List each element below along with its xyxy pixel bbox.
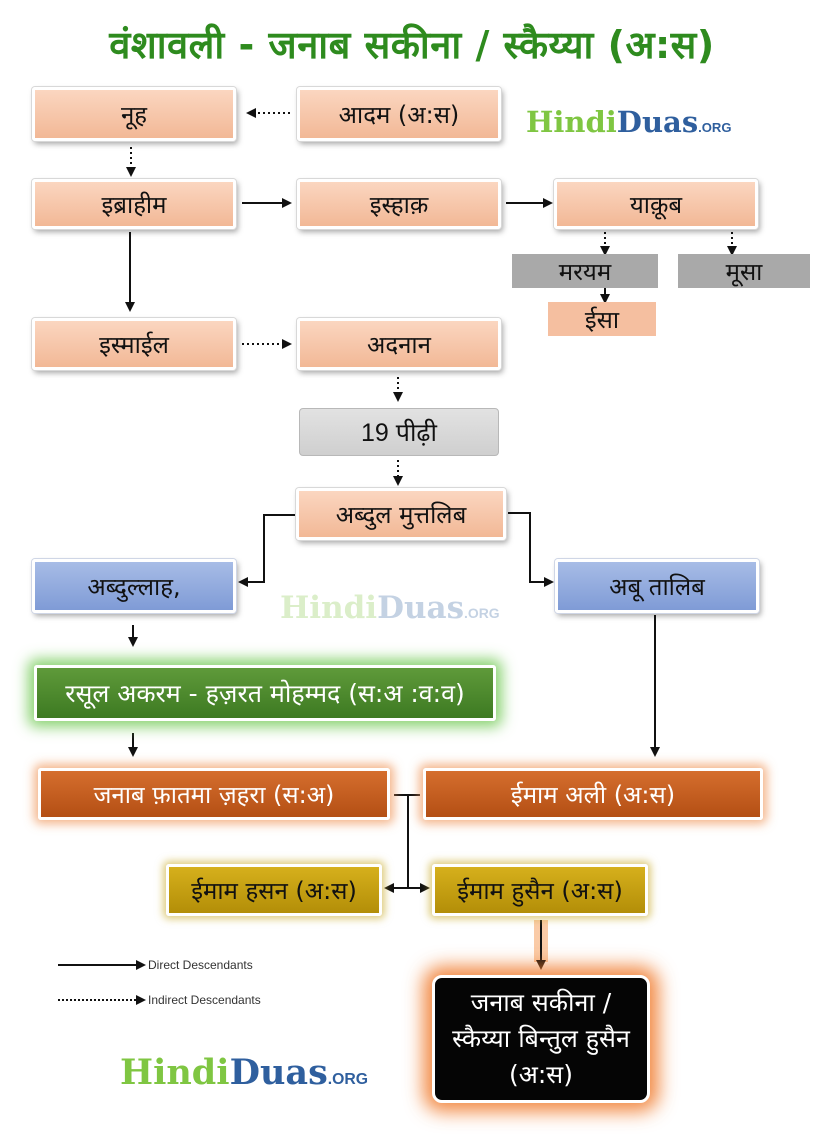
solid-arrow-icon <box>58 960 146 970</box>
node-abu-talib: अबू तालिब <box>555 559 759 613</box>
arrow-muttalib-to-abu-talib <box>508 512 554 587</box>
node-isa: ईसा <box>548 302 656 336</box>
node-musa: मूसा <box>678 254 810 288</box>
node-fatima-zahra: जनाब फ़ातमा ज़हरा (स:अ) <box>38 768 390 820</box>
watermark-bottom: HindiDuas.ORG <box>120 1052 369 1093</box>
node-abdul-muttalib: अब्दुल मुत्तलिब <box>296 488 506 540</box>
node-ishaq: इस्हाक़ <box>297 179 501 229</box>
node-imam-husain: ईमाम हुसैन (अ:स) <box>432 864 648 916</box>
node-maryam: मरयम <box>512 254 658 288</box>
watermark-middle: HindiDuas.ORG <box>280 590 500 626</box>
node-adnan: अदनान <box>297 318 501 370</box>
node-ibrahim: इब्राहीम <box>32 179 236 229</box>
node-janab-sakina: जनाब सकीना / स्कैय्या बिन्तुल हुसैन (अ:स… <box>432 975 650 1103</box>
legend-indirect: Indirect Descendants <box>58 993 261 1007</box>
watermark-top: HindiDuas.ORG <box>526 105 732 139</box>
node-adam: आदम (अ:स) <box>297 87 501 141</box>
diagram-title: वंशावली - जनाब सकीना / स्कैय्या (अ:स) <box>109 23 715 67</box>
node-19-generations: 19 पीढ़ी <box>299 408 499 456</box>
node-abdullah: अब्दुल्लाह, <box>32 559 236 613</box>
legend-direct: Direct Descendants <box>58 958 253 972</box>
node-ismail: इस्माईल <box>32 318 236 370</box>
node-imam-hasan: ईमाम हसन (अ:स) <box>166 864 382 916</box>
node-rasool-akram: रसूल अकरम - हज़रत मोहम्मद (स:अ :व:व) <box>34 665 496 721</box>
arrow-muttalib-to-abdullah <box>238 514 296 587</box>
node-nuh: नूह <box>32 87 236 141</box>
dotted-arrow-icon <box>58 995 146 1005</box>
node-yaqub: याक़ूब <box>554 179 758 229</box>
node-imam-ali: ईमाम अली (अ:स) <box>423 768 763 820</box>
